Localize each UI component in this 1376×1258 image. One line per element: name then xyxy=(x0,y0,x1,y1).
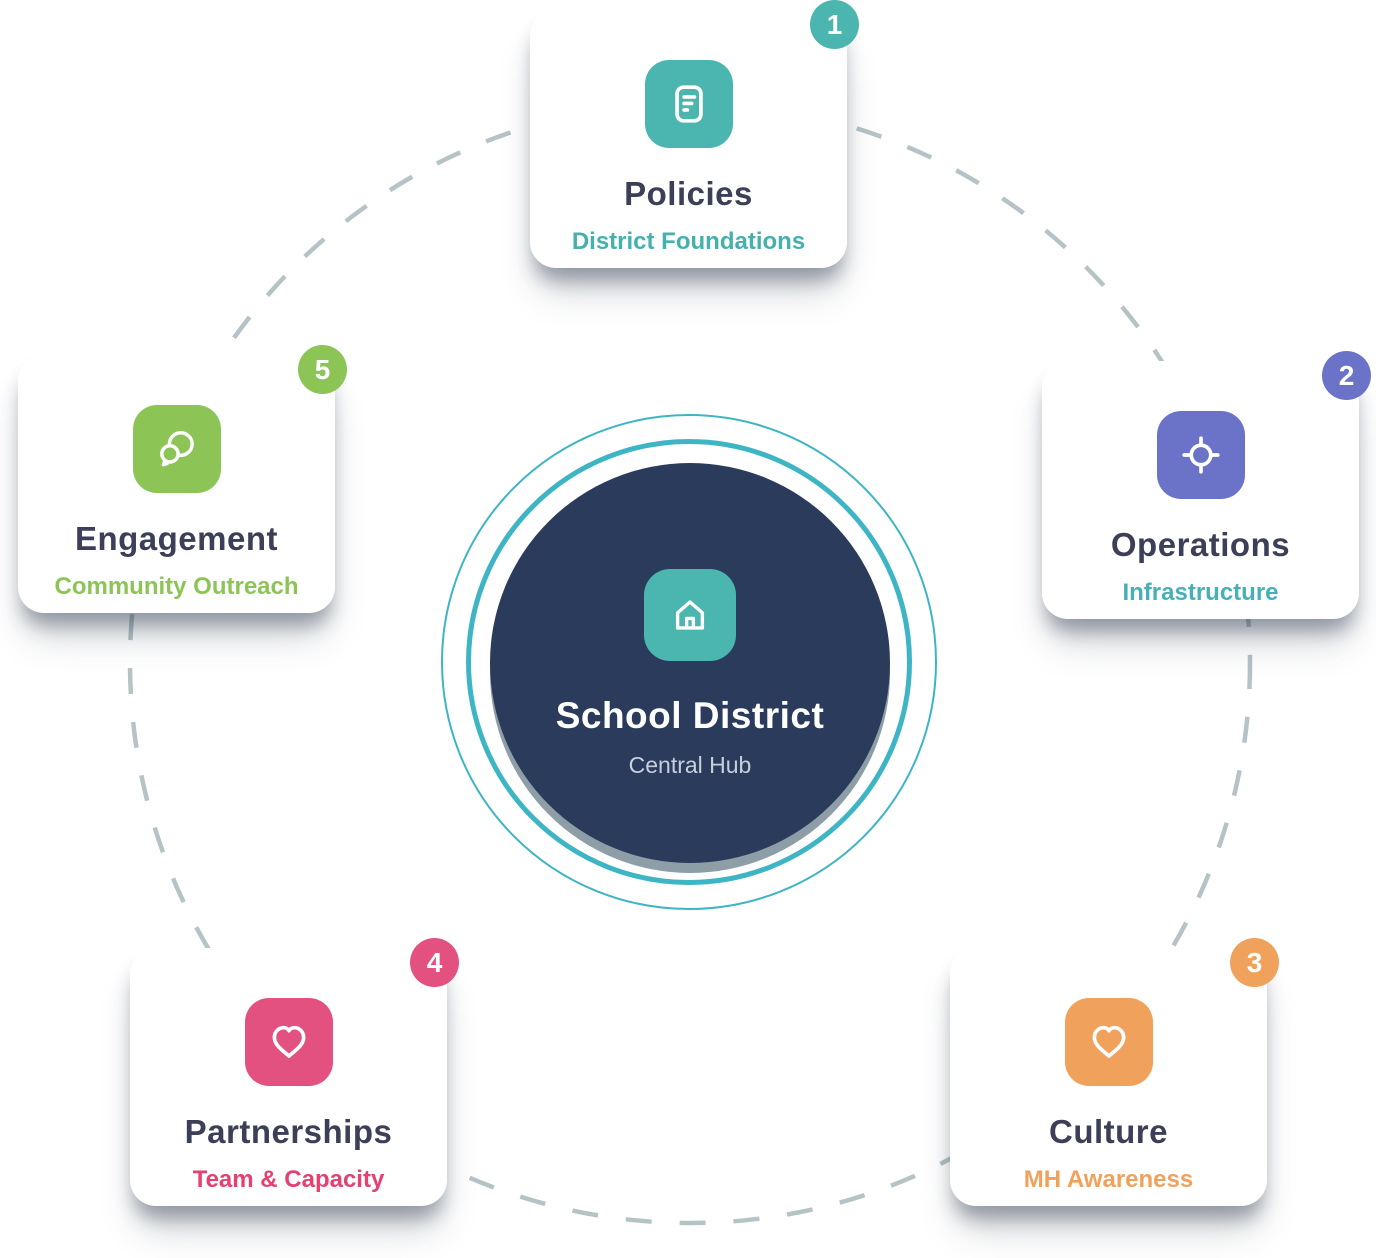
node-subtitle: Infrastructure xyxy=(1122,579,1279,606)
node-title: Culture xyxy=(1049,1113,1168,1150)
chat-bubbles-icon xyxy=(151,423,203,475)
node-card-operations: 2 Operations Infrastructure xyxy=(1042,351,1371,619)
hub-subtitle: Central Hub xyxy=(628,752,752,778)
node-title: Partnerships xyxy=(184,1113,393,1150)
node-subtitle: Community Outreach xyxy=(54,573,299,600)
hub-icon-box xyxy=(644,569,736,661)
node-subtitle: District Foundations xyxy=(571,228,806,255)
node-title: Engagement xyxy=(74,520,279,557)
node-subtitle: Team & Capacity xyxy=(192,1166,385,1193)
heart-icon xyxy=(1083,1016,1135,1068)
node-card-culture: 3 Culture MH Awareness xyxy=(950,938,1279,1206)
node-title: Policies xyxy=(624,175,753,212)
node-icon-box xyxy=(644,60,733,148)
home-icon xyxy=(663,588,717,642)
node-card-partnerships: 4 Partnerships Team & Capacity xyxy=(130,938,459,1206)
hub-title: School District xyxy=(555,695,825,736)
node-card-engagement: 5 Engagement Community Outreach xyxy=(18,345,347,613)
central-hub: School District Central Hub xyxy=(490,463,890,863)
target-icon xyxy=(1175,429,1227,481)
node-number-badge: 1 xyxy=(810,0,859,49)
node-icon-box xyxy=(244,998,333,1086)
node-number-badge: 3 xyxy=(1230,938,1279,987)
document-icon xyxy=(663,78,715,130)
node-card-policies: 1 Policies District Foundations xyxy=(530,0,859,268)
hub-inner-ring xyxy=(466,439,912,885)
node-number-badge: 5 xyxy=(298,345,347,394)
node-icon-box xyxy=(132,405,221,493)
hub-outer-ring xyxy=(441,414,937,910)
node-number-badge: 2 xyxy=(1322,351,1371,400)
node-number-badge: 4 xyxy=(410,938,459,987)
node-icon-box xyxy=(1064,998,1153,1086)
node-title: Operations xyxy=(1110,526,1291,563)
heart-icon xyxy=(263,1016,315,1068)
node-icon-box xyxy=(1156,411,1245,499)
node-subtitle: MH Awareness xyxy=(1023,1166,1194,1193)
